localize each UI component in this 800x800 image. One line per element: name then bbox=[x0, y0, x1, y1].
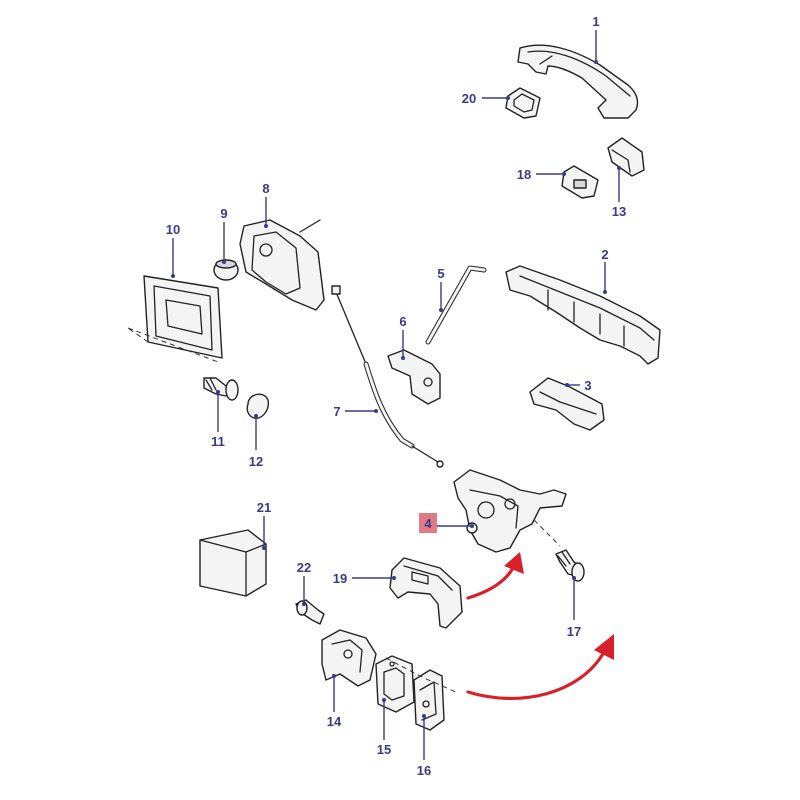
part-5-rod bbox=[425, 265, 487, 345]
callout-9: 9 bbox=[220, 206, 227, 221]
callout-2: 2 bbox=[601, 247, 608, 262]
alignment-line bbox=[385, 657, 457, 693]
callout-1: 1 bbox=[592, 14, 599, 29]
callout-5: 5 bbox=[437, 266, 444, 281]
callout-10: 10 bbox=[166, 222, 180, 237]
part-22-screw bbox=[295, 599, 325, 625]
part-13-end-cap bbox=[607, 137, 645, 177]
part-17-screw bbox=[555, 549, 585, 582]
red-arrow-upper bbox=[466, 552, 524, 600]
callout-17: 17 bbox=[567, 624, 581, 639]
part-16-striker bbox=[413, 669, 445, 731]
callout-21: 21 bbox=[257, 500, 271, 515]
callout-4: 4 bbox=[424, 516, 432, 531]
part-10-bezel bbox=[127, 275, 223, 363]
callout-16: 16 bbox=[417, 763, 431, 778]
part-3-clip bbox=[529, 377, 605, 431]
callout-19: 19 bbox=[333, 571, 347, 586]
callout-18: 18 bbox=[517, 167, 531, 182]
red-arrow-lower bbox=[466, 634, 614, 700]
leader-lines bbox=[171, 30, 621, 760]
part-8-interior-housing bbox=[239, 219, 325, 311]
part-6-cable-bracket bbox=[387, 349, 441, 405]
callout-8: 8 bbox=[262, 181, 269, 196]
part-14-striker-bracket bbox=[321, 629, 377, 687]
callout-14: 14 bbox=[327, 714, 342, 729]
part-4-latch bbox=[453, 469, 567, 553]
callout-6: 6 bbox=[399, 314, 406, 329]
part-9-plug bbox=[213, 259, 239, 281]
callout-15: 15 bbox=[377, 742, 391, 757]
part-19-cover bbox=[389, 557, 463, 629]
callout-13: 13 bbox=[612, 204, 626, 219]
callout-7: 7 bbox=[333, 404, 340, 419]
callout-3: 3 bbox=[584, 378, 591, 393]
part-2-handle-carrier bbox=[505, 265, 661, 365]
callout-12: 12 bbox=[249, 454, 263, 469]
part-21-foam-block bbox=[199, 529, 267, 597]
callout-20: 20 bbox=[462, 91, 476, 106]
callout-22: 22 bbox=[297, 560, 311, 575]
part-20-gasket bbox=[505, 87, 541, 119]
part-18-small-gasket bbox=[561, 165, 599, 199]
callout-labels: 1 2 3 4 5 6 7 8 9 10 11 12 13 14 15 16 1… bbox=[166, 14, 626, 778]
part-11-screw bbox=[203, 377, 239, 401]
part-7-cable bbox=[331, 285, 444, 468]
callout-11: 11 bbox=[211, 434, 225, 449]
callout-4-highlight bbox=[419, 513, 437, 533]
part-12-cap bbox=[246, 393, 269, 419]
part-15-shim bbox=[375, 655, 415, 713]
part-1-exterior-handle bbox=[517, 44, 639, 119]
